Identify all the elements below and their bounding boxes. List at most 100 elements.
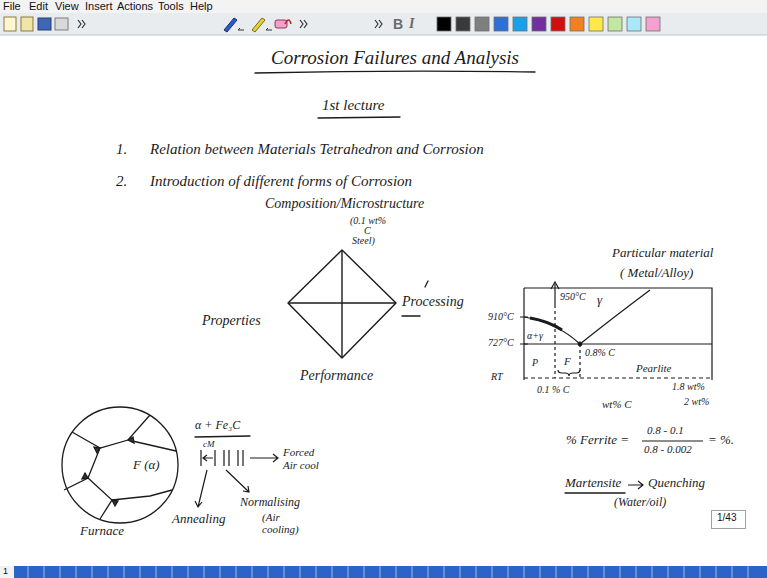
equation-text: 0.8 - 0.002 — [644, 443, 692, 456]
label-wrap: (0.1 wt% — [350, 215, 386, 227]
materials-tetrahedron — [288, 250, 396, 358]
label-wrap: Relation between Materials Tetrahedron a… — [150, 141, 484, 158]
toolbar-border — [0, 35, 767, 36]
page-number: 1 — [3, 566, 8, 576]
label-wrap: (Water/oil) — [614, 496, 666, 510]
vertex-label: Processing — [402, 294, 464, 310]
note-text: (Water/oil) — [614, 496, 666, 510]
note-text: ( Metal/Alloy) — [620, 266, 693, 281]
label-wrap: (Air — [262, 511, 280, 524]
composition-label: 1.8 wt% — [672, 381, 705, 393]
note-text: C — [364, 225, 371, 237]
note-text: (0.1 wt% — [350, 215, 386, 227]
label-wrap: ( Metal/Alloy) — [620, 266, 693, 281]
label-wrap: 0.8 - 0.002 — [644, 443, 692, 456]
phase-label: γ — [597, 293, 602, 308]
label-wrap: Forced — [283, 446, 314, 459]
note-text: Annealing — [172, 512, 225, 527]
label-wrap: % Ferrite = — [566, 433, 629, 448]
label-wrap: C — [364, 225, 371, 237]
note-text: (Air — [262, 511, 280, 524]
label-wrap: 1.8 wt% — [672, 381, 705, 393]
label-wrap: 2. — [116, 173, 127, 190]
list-number: 2. — [116, 173, 127, 190]
label-wrap: Actions — [117, 0, 153, 13]
label-wrap: Pearlite — [636, 362, 671, 375]
list-item: Introduction of different forms of Corro… — [150, 173, 412, 190]
label-wrap: P — [532, 357, 538, 369]
label-wrap: = %. — [708, 433, 734, 448]
label-wrap: Annealing — [172, 512, 225, 527]
menu-bar — [0, 0, 767, 13]
note-text: Quenching — [648, 476, 705, 491]
temperature-label: RT — [491, 371, 503, 383]
label-wrap: 950°C — [560, 291, 586, 303]
label-wrap: Martensite — [565, 476, 621, 491]
label-wrap: I — [409, 16, 414, 32]
label-wrap: F (α) — [133, 458, 160, 473]
page-indicator: 1/43 — [717, 512, 736, 524]
label-wrap: 1. — [116, 141, 127, 158]
label-wrap: 1st lecture — [322, 97, 384, 114]
label-wrap: B — [393, 16, 403, 32]
note-text: Martensite — [565, 476, 621, 491]
label-wrap: Furnace — [80, 524, 124, 539]
menu-item: Help — [190, 0, 213, 13]
label-wrap: F — [564, 355, 571, 368]
list-number: 1. — [116, 141, 127, 158]
vertex-label: Performance — [300, 368, 373, 384]
note-text: Forced — [283, 446, 314, 459]
label-wrap: cM — [203, 439, 215, 449]
composition-label: 0.8% C — [585, 347, 615, 359]
label-wrap: 0.8 - 0.1 — [647, 424, 684, 437]
label-wrap: File — [3, 0, 21, 13]
phase-diagram — [520, 282, 712, 380]
label-wrap: 727°C — [488, 337, 514, 349]
label-wrap: Air cool — [283, 459, 319, 472]
label-wrap: Introduction of different forms of Corro… — [150, 173, 412, 190]
label-wrap: View — [55, 0, 79, 13]
lecture-heading: 1st lecture — [322, 97, 384, 114]
temperature-label: 727°C — [488, 337, 514, 349]
label-wrap: 1 — [3, 566, 8, 576]
axis-label: wt% C — [602, 398, 632, 411]
label-wrap: Performance — [300, 368, 373, 384]
microstructure-circle — [62, 407, 178, 523]
note-text: Particular material — [612, 246, 713, 261]
note-text: Steel) — [352, 235, 375, 247]
label-wrap: RT — [491, 371, 503, 383]
handwritten-underlines — [195, 71, 625, 493]
toolbar-button: I — [409, 16, 414, 32]
label-wrap: α+γ — [527, 330, 543, 342]
equation-text: 0.8 - 0.1 — [647, 424, 684, 437]
menu-item: View — [55, 0, 79, 13]
label-wrap: 2 wt% — [684, 396, 709, 408]
label-wrap: Quenching — [648, 476, 705, 491]
label-wrap: Particular material — [612, 246, 713, 261]
note-text: Normalising — [240, 496, 300, 510]
label-wrap: Steel) — [352, 235, 375, 247]
menu-item: File — [3, 0, 21, 13]
page-indicator-box — [712, 511, 746, 529]
label-wrap: cooling) — [262, 523, 299, 536]
list-item: Relation between Materials Tetrahedron a… — [150, 141, 484, 158]
label-wrap: Properties — [202, 313, 261, 329]
label-wrap: 0.8% C — [585, 347, 615, 359]
label-wrap: α + Fe₃C — [195, 419, 240, 433]
phase-label: α+γ — [527, 330, 543, 342]
note-text: cooling) — [262, 523, 299, 536]
label-wrap: Tools — [158, 0, 184, 13]
color-palette — [437, 17, 660, 31]
title-wrap: Corrosion Failures and Analysis — [271, 47, 519, 69]
label-wrap: Normalising — [240, 496, 300, 510]
equation-text: = %. — [708, 433, 734, 448]
toolbar-button: B — [393, 16, 403, 32]
tool-bar — [0, 13, 767, 35]
status-bar — [0, 566, 767, 578]
toolbar-icons — [4, 17, 382, 32]
phase-label: F — [564, 355, 571, 368]
phase-label: P — [532, 357, 538, 369]
composition-label: 2 wt% — [684, 396, 709, 408]
